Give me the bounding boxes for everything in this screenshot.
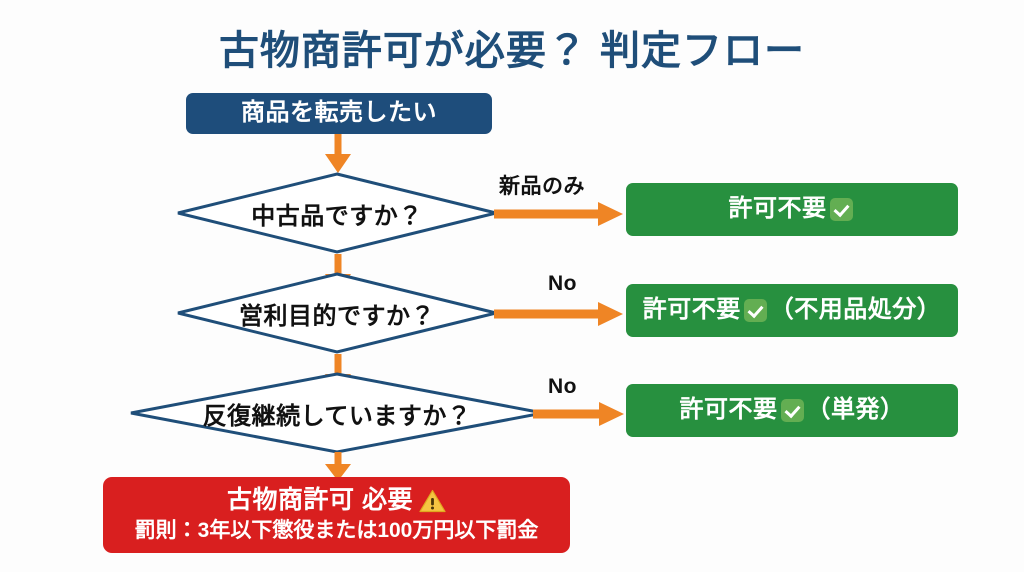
decision-used-goods-label: 中古品ですか？ bbox=[251, 202, 423, 230]
page-title: 古物商許可が必要？ 判定フロー bbox=[218, 29, 806, 73]
outcome-text-before: 許可不要 bbox=[642, 296, 741, 324]
white-check-mark-icon bbox=[780, 399, 804, 422]
branch-label-for-profit: No bbox=[548, 272, 577, 295]
result-headline: 古物商許可 必要 bbox=[227, 486, 413, 515]
arrow-for-profit-to-outcome bbox=[494, 302, 624, 326]
start-node[interactable]: 商品を転売したい bbox=[186, 93, 492, 134]
white-check-mark-icon bbox=[743, 299, 767, 322]
branch-label-repeated: No bbox=[548, 375, 577, 398]
decision-for-profit[interactable]: 営利目的ですか？ bbox=[176, 272, 498, 354]
result-permit-required[interactable]: 古物商許可 必要 罰則：3年以下懲役または100万円以下罰金 bbox=[103, 477, 570, 553]
outcome-text-after: （不用品処分） bbox=[769, 296, 942, 324]
outcome-no-permit-one-off[interactable]: 許可不要 （単発） bbox=[626, 384, 958, 437]
arrow-repeated-to-result bbox=[324, 452, 352, 482]
outcome-no-permit-new-only[interactable]: 許可不要 bbox=[626, 183, 958, 236]
branch-label-used-goods: 新品のみ bbox=[499, 175, 585, 198]
result-penalty: 罰則：3年以下懲役または100万円以下罰金 bbox=[134, 518, 539, 542]
decision-repeated-continuous-label: 反復継続していますか？ bbox=[202, 402, 472, 430]
outcome-text-after: （単発） bbox=[806, 396, 905, 424]
decision-for-profit-label: 営利目的ですか？ bbox=[239, 302, 435, 330]
outcome-no-permit-disposal[interactable]: 許可不要 （不用品処分） bbox=[626, 284, 958, 337]
arrow-repeated-to-outcome bbox=[533, 402, 625, 426]
warning-sign-icon bbox=[419, 489, 446, 513]
start-node-label: 商品を転売したい bbox=[241, 99, 437, 127]
outcome-text-before: 許可不要 bbox=[728, 195, 827, 223]
arrow-used-goods-to-outcome bbox=[494, 202, 624, 226]
white-check-mark-icon bbox=[829, 198, 853, 221]
outcome-text-before: 許可不要 bbox=[679, 396, 778, 424]
arrow-start-to-used-goods bbox=[324, 134, 352, 174]
result-headline-row: 古物商許可 必要 bbox=[227, 486, 446, 516]
decision-used-goods[interactable]: 中古品ですか？ bbox=[176, 172, 498, 254]
decision-repeated-continuous[interactable]: 反復継続していますか？ bbox=[129, 372, 545, 454]
